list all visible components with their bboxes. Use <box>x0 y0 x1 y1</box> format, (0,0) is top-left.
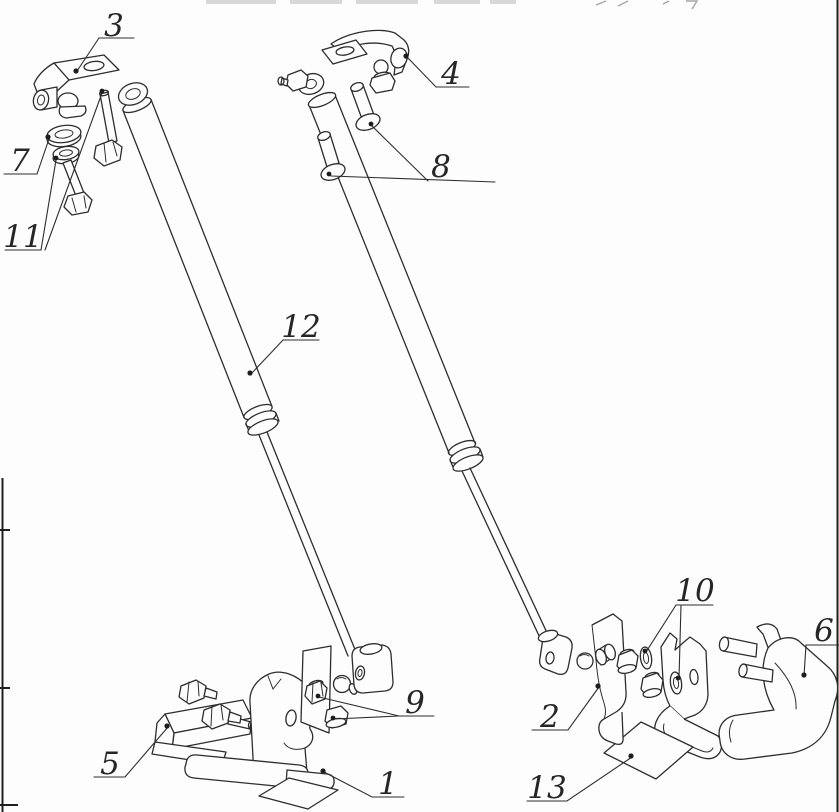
svg-text:8: 8 <box>431 149 451 185</box>
svg-text:9: 9 <box>405 685 425 721</box>
part-label-13: 13 <box>526 753 634 806</box>
handle-bracket-part6 <box>718 623 839 760</box>
svg-text:13: 13 <box>527 770 566 806</box>
bracket-part2 <box>576 613 627 745</box>
part-label-9: 9 <box>315 685 435 721</box>
shim-plate-part13 <box>603 721 694 780</box>
bracket-part5 <box>151 679 255 766</box>
svg-text:2: 2 <box>539 699 560 735</box>
part-label-8: 8 <box>326 121 496 185</box>
cropped-header-text <box>206 0 699 10</box>
upper-bracket-part4 <box>321 29 410 94</box>
part-label-12: 12 <box>247 309 321 376</box>
gas-strut-left-part12 <box>117 82 394 694</box>
part-label-1: 1 <box>320 766 405 802</box>
svg-text:12: 12 <box>281 309 320 345</box>
part-label-5: 5 <box>93 723 170 782</box>
bottom-right-mount <box>576 613 723 780</box>
part-label-2: 2 <box>531 683 601 735</box>
part-labels: 3 4 7 11 8 12 <box>3 8 839 806</box>
part-label-7: 7 <box>3 134 51 179</box>
svg-text:1: 1 <box>378 766 398 802</box>
part-label-4: 4 <box>403 53 470 92</box>
part-label-3: 3 <box>73 8 135 74</box>
part-label-6: 6 <box>801 613 839 678</box>
strut-eyelet-and-nuts <box>277 69 325 96</box>
gas-strut-right <box>277 69 573 676</box>
spacer-sleeves-part8 <box>317 81 381 181</box>
part-label-11: 11 <box>3 88 105 255</box>
washers-part7 <box>46 124 82 165</box>
svg-text:5: 5 <box>100 746 120 782</box>
bracket-part1 <box>184 671 339 810</box>
svg-text:10: 10 <box>675 573 714 609</box>
svg-text:3: 3 <box>104 8 124 44</box>
part-label-10: 10 <box>642 573 715 681</box>
svg-text:6: 6 <box>814 613 834 649</box>
bolts-part11 <box>62 89 123 216</box>
stud-plate-and-nuts-part9 <box>300 645 358 734</box>
upper-bracket-left-part3 <box>32 54 120 119</box>
bottom-left-mount <box>151 645 358 810</box>
svg-text:11: 11 <box>3 219 42 255</box>
svg-text:7: 7 <box>10 143 30 179</box>
svg-text:4: 4 <box>440 56 461 92</box>
